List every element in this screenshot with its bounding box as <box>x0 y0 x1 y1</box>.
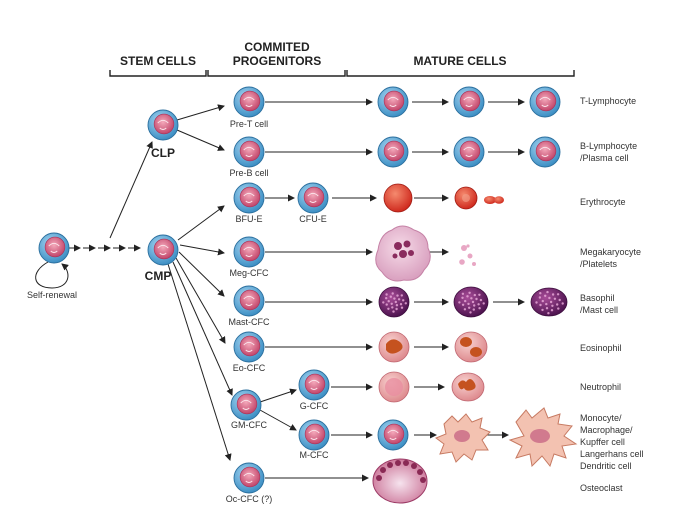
label-b-lymphocyte: B-Lymphocyte <box>580 141 637 151</box>
header-progenitors-line2: PROGENITORS <box>233 54 321 68</box>
bfu-e-cell <box>234 183 264 213</box>
label-t-lymphocyte: T-Lymphocyte <box>580 96 636 106</box>
label-pre-t-cell: Pre-T cell <box>230 119 268 129</box>
header-mature-cells: MATURE CELLS <box>413 54 506 68</box>
gm-cfc-cell <box>231 390 261 420</box>
g-cfc-cell <box>299 370 329 400</box>
header-stem-cells: STEM CELLS <box>120 54 196 68</box>
mast-cfc-cell <box>234 286 264 316</box>
b-cell-2 <box>454 137 484 167</box>
meg-cfc-cell <box>234 237 264 267</box>
cfu-e-cell <box>298 183 328 213</box>
self-renewal-loop <box>36 262 68 288</box>
label-mast-cfc: Mast-CFC <box>229 317 270 327</box>
b-cell-1 <box>378 137 408 167</box>
label-self-renewal: Self-renewal <box>27 290 77 300</box>
basophil-cells <box>379 287 567 317</box>
label-langerhans-cell: Langerhans cell <box>580 449 644 459</box>
macrophage-cells <box>436 408 576 466</box>
osteoclast-cell <box>373 459 427 503</box>
label-monocyte: Monocyte/ <box>580 413 622 423</box>
label-kupffer-cell: Kupffer cell <box>580 437 625 447</box>
label-oc-cfc: Oc-CFC (?) <box>226 494 273 504</box>
label-platelets: /Platelets <box>580 259 618 269</box>
eo-cfc-cell <box>234 332 264 362</box>
hsc-cell <box>39 233 69 263</box>
label-cfu-e: CFU-E <box>299 214 327 224</box>
monocyte-cell <box>378 420 408 450</box>
label-osteoclast: Osteoclast <box>580 483 623 493</box>
m-cfc-cell <box>299 420 329 450</box>
label-dendritic-cell: Dendritic cell <box>580 461 632 471</box>
header-brackets <box>110 70 574 76</box>
label-plasma-cell: /Plasma cell <box>580 153 629 163</box>
label-gm-cfc: GM-CFC <box>231 420 267 430</box>
label-basophil: Basophil <box>580 293 615 303</box>
pre-b-cell <box>234 137 264 167</box>
label-mast-cell: /Mast cell <box>580 305 618 315</box>
label-erythrocyte: Erythrocyte <box>580 197 626 207</box>
t-cell-2 <box>454 87 484 117</box>
label-g-cfc: G-CFC <box>300 401 329 411</box>
label-bfu-e: BFU-E <box>236 214 263 224</box>
pre-t-cell <box>234 87 264 117</box>
label-cmp: CMP <box>145 269 172 283</box>
label-pre-b-cell: Pre-B cell <box>229 168 268 178</box>
label-eosinophil: Eosinophil <box>580 343 622 353</box>
label-macrophage: Macrophage/ <box>580 425 633 435</box>
label-meg-cfc: Meg-CFC <box>229 268 269 278</box>
megakaryocyte-cell <box>376 226 476 281</box>
cmp-cell <box>148 235 178 265</box>
label-m-cfc: M-CFC <box>300 450 329 460</box>
label-neutrophil: Neutrophil <box>580 382 621 392</box>
clp-cell <box>148 110 178 140</box>
b-cell-3 <box>530 137 560 167</box>
t-cell-3 <box>530 87 560 117</box>
oc-cfc-cell <box>234 463 264 493</box>
header-progenitors-line1: COMMITED <box>244 40 310 54</box>
t-cell-1 <box>378 87 408 117</box>
label-clp: CLP <box>151 146 175 160</box>
label-eo-cfc: Eo-CFC <box>233 363 266 373</box>
label-megakaryocyte: Megakaryocyte <box>580 247 641 257</box>
